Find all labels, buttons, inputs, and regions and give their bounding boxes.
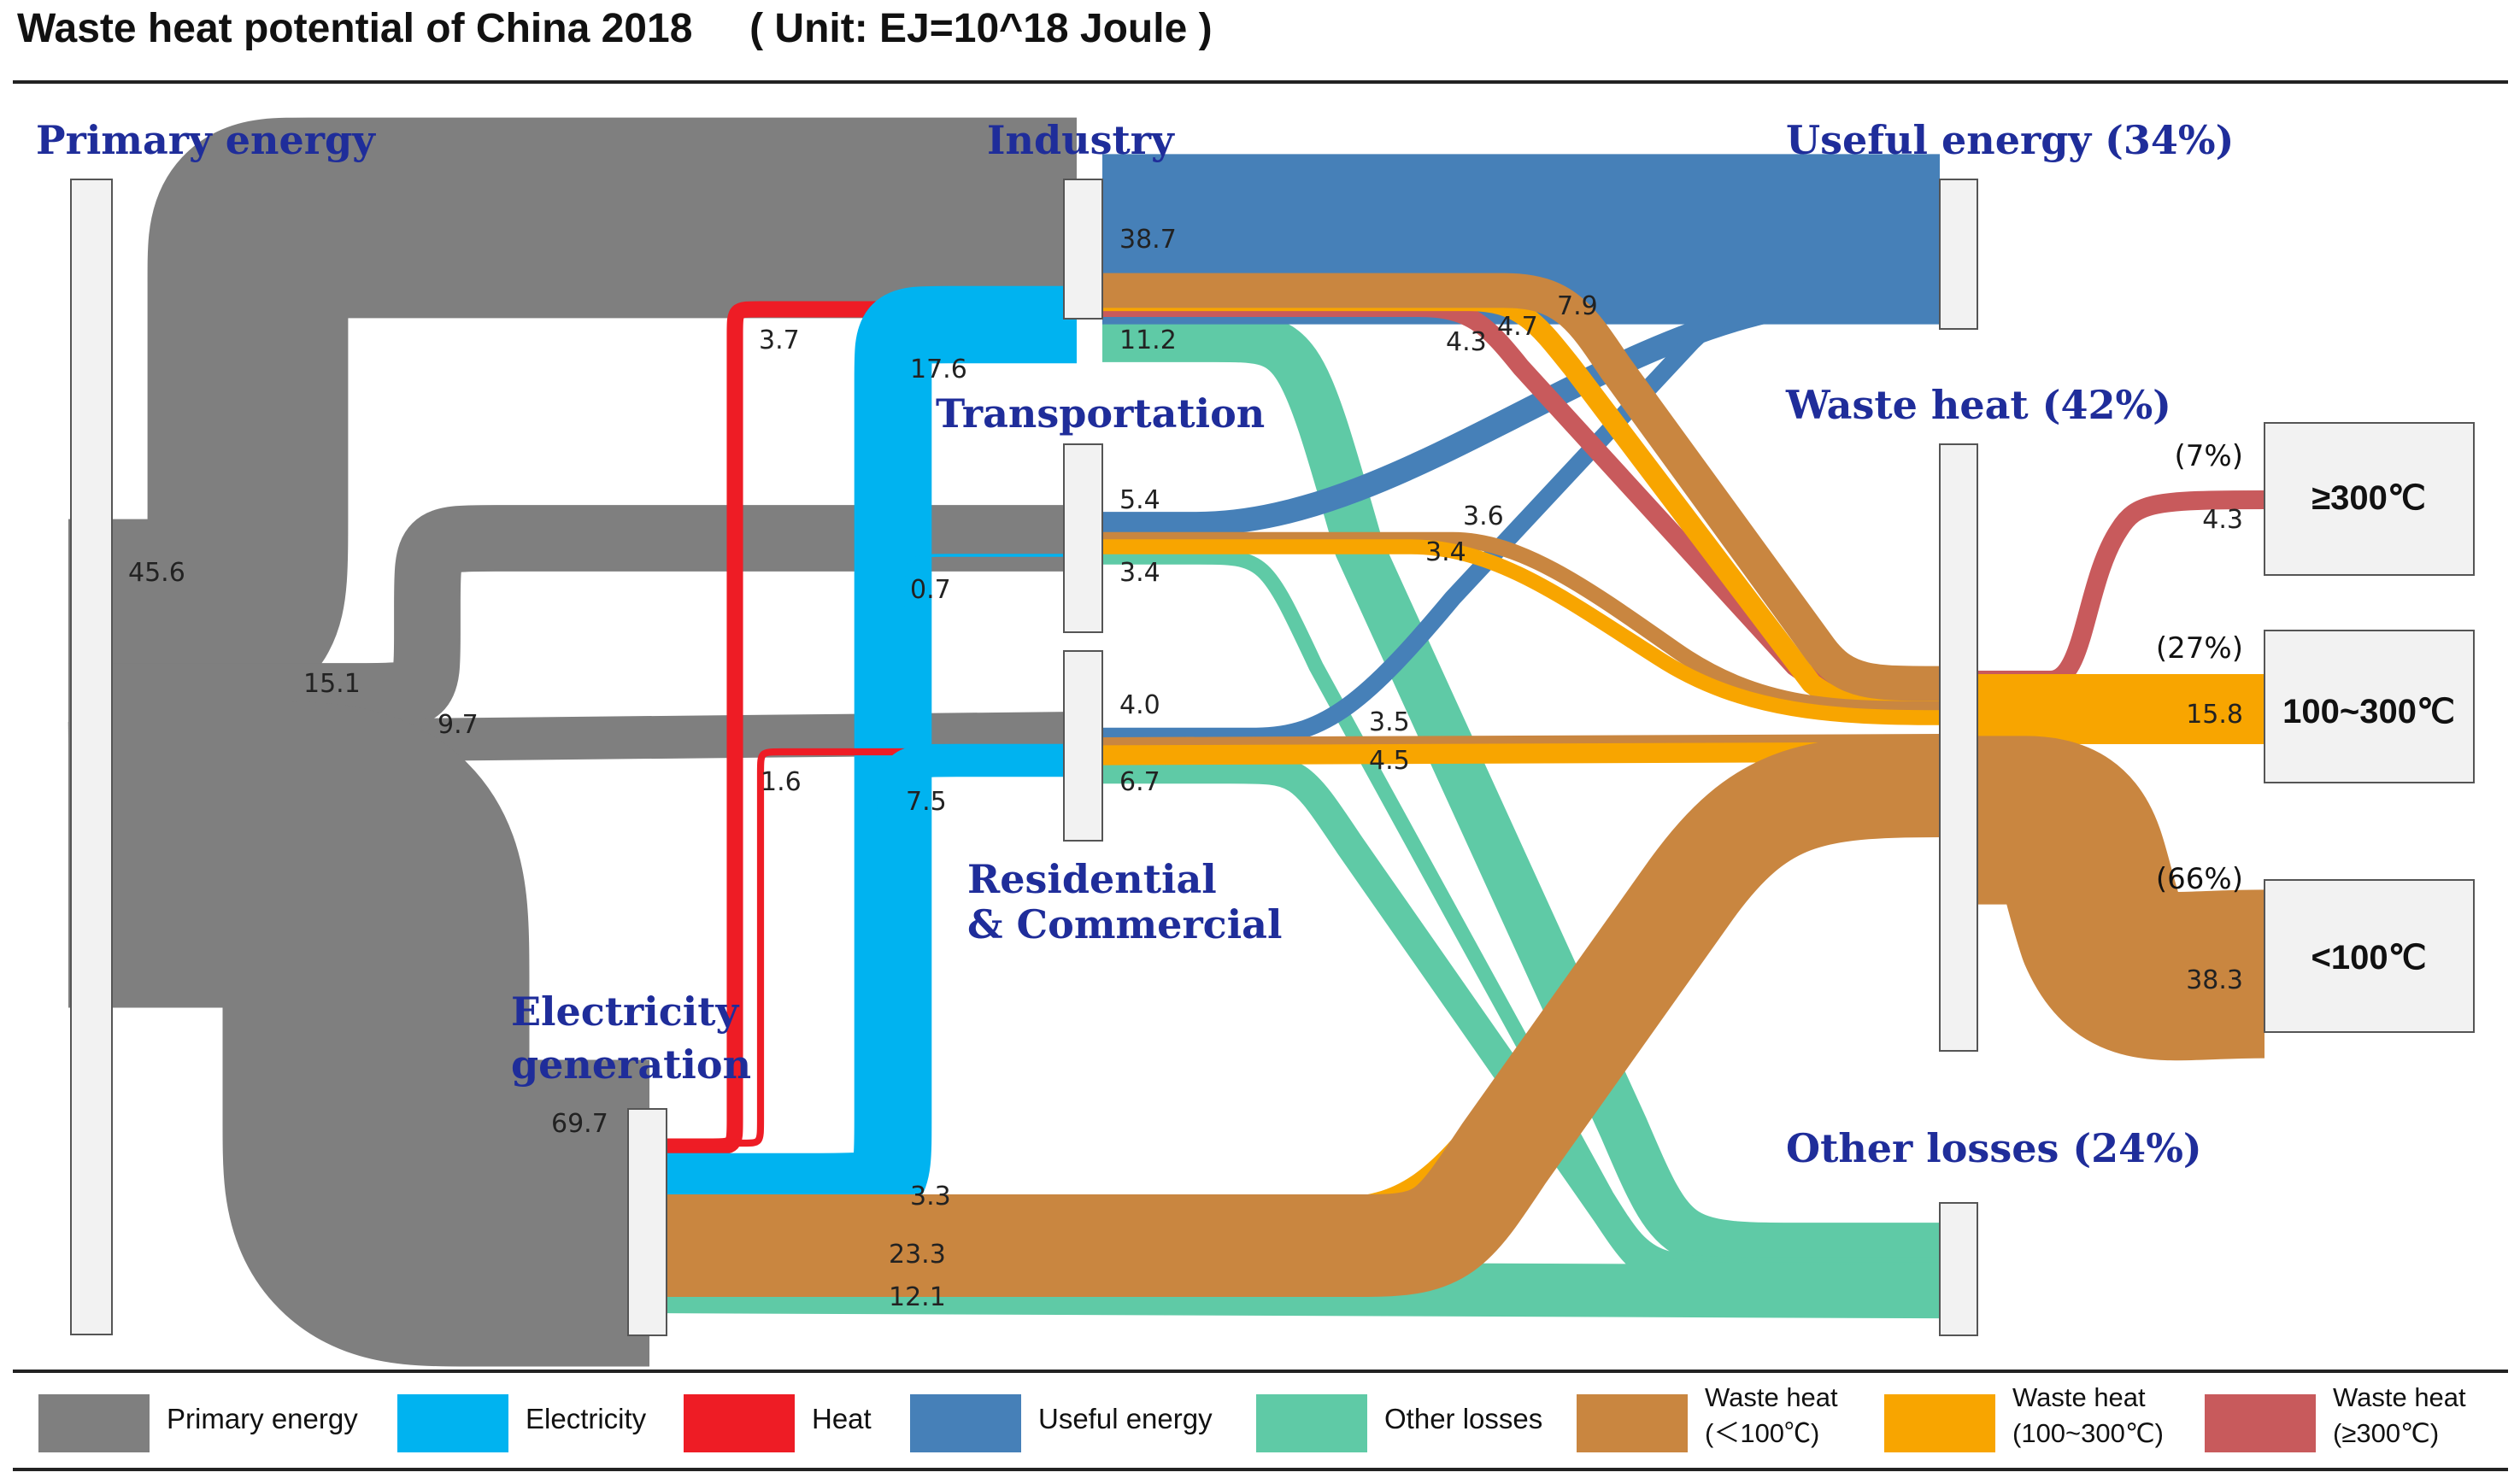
legend-label: Waste heat (2012, 1382, 2146, 1412)
node-residential-commercial (1063, 650, 1103, 842)
flow-value-label: 38.7 (1119, 225, 1177, 255)
bin-box (2264, 879, 2475, 1033)
legend-swatch (2205, 1394, 2316, 1452)
node-primary-energy (70, 179, 113, 1335)
flow-waste-to-ge300 (1965, 490, 2265, 690)
node-industry (1063, 179, 1103, 320)
flow-residential-waste-lt100 (1101, 734, 1941, 753)
flow-residential-useful (1102, 277, 1941, 746)
label-useful-energy: Useful energy (34%) (1786, 117, 2234, 163)
flow-value-label: 3.4 (1119, 558, 1160, 588)
flow-value-label: 4.7 (1497, 312, 1538, 342)
legend-bottom-rule (13, 1468, 2508, 1471)
label-generation: generation (511, 1041, 751, 1088)
bin-box (2264, 630, 2475, 783)
flow-value-label: 4.5 (1369, 746, 1410, 776)
flow-value-label: 3.6 (1463, 502, 1504, 531)
flow-value-label: 7.9 (1557, 291, 1598, 321)
flow-heat-to-residential (667, 748, 1077, 1147)
label-primary-energy: Primary energy (36, 117, 376, 163)
flow-primary-to-industry (68, 117, 1077, 720)
flow-value-label: 12.1 (889, 1282, 946, 1312)
flow-value-label: 4.0 (1119, 690, 1160, 720)
legend-label: Electricity (526, 1403, 647, 1434)
flow-value-label: 3.7 (759, 326, 800, 355)
flow-value-label: 3.4 (1425, 537, 1466, 567)
flow-electricity-waste-lt100 (667, 735, 1941, 1297)
label-electricity: Electricity (511, 988, 740, 1035)
flow-electricity-to-transportation (904, 554, 1077, 607)
flow-transportation-waste-100-300 (1102, 539, 1941, 725)
node-waste-heat (1939, 443, 1978, 1052)
legend-swatch (910, 1394, 1021, 1452)
legend-swatch (397, 1394, 508, 1452)
legend-label: (＜100℃) (1705, 1418, 1819, 1448)
label-transportation: Transportation (936, 390, 1265, 437)
bin-value: 38.3 (2186, 965, 2243, 995)
legend-swatch (38, 1394, 150, 1452)
bin-percent: (66%) (2156, 862, 2243, 896)
label-residential: Residential (967, 856, 1217, 902)
flow-value-label: 0.7 (910, 575, 951, 605)
flow-value-label: 1.6 (761, 767, 802, 797)
legend-swatch (1577, 1394, 1688, 1452)
label-other-losses: Other losses (24%) (1786, 1125, 2202, 1171)
legend-label: Waste heat (1705, 1382, 1838, 1412)
legend-label: Other losses (1384, 1403, 1542, 1434)
legend-swatch (1256, 1394, 1367, 1452)
flow-primary-to-electricity (68, 701, 649, 1367)
label-industry: Industry (987, 117, 1175, 163)
flow-value-label: 6.7 (1119, 767, 1160, 797)
flow-industry-waste-lt100 (1102, 273, 1941, 701)
flow-value-label: 17.6 (910, 355, 967, 384)
unit-text: ( Unit: EJ=10^18 Joule ) (749, 6, 1213, 51)
legend-top-rule (13, 1370, 2508, 1373)
flow-primary-to-transportation (68, 505, 1077, 730)
legend-swatch (684, 1394, 795, 1452)
label-commercial: & Commercial (967, 901, 1282, 947)
bin-label: <100℃ (2311, 939, 2426, 977)
label-waste-heat: Waste heat (42%) (1785, 382, 2171, 428)
diagram-title: Waste heat potential of China 2018 ( Uni… (17, 5, 1213, 52)
flow-electricity-to-residential (876, 743, 1077, 838)
flow-value-label: 45.6 (128, 558, 185, 588)
node-electricity-generation (627, 1108, 667, 1336)
flow-value-label: 15.1 (303, 669, 361, 699)
flow-value-label: 4.3 (1446, 327, 1487, 357)
legend-label: Waste heat (2333, 1382, 2466, 1412)
bin-percent: (27%) (2156, 631, 2243, 666)
flow-transportation-waste-lt100 (1102, 531, 1941, 718)
flow-electricity-to-industry (667, 285, 1077, 1231)
bin-value: 4.3 (2202, 505, 2243, 535)
legend-label: (≥300℃) (2333, 1418, 2439, 1448)
flow-value-label: 11.2 (1119, 326, 1177, 355)
flow-waste-to-lt100 (1941, 736, 2265, 1061)
flow-value-label: 9.7 (438, 710, 479, 740)
bin-label: ≥300℃ (2311, 479, 2426, 517)
flow-transportation-useful (1102, 289, 1940, 536)
title-text: Waste heat potential of China 2018 (17, 6, 693, 51)
flow-value-label: 7.5 (906, 787, 947, 817)
flow-value-label: 69.7 (551, 1109, 608, 1139)
node-useful-energy (1939, 179, 1978, 330)
bin-value: 15.8 (2186, 700, 2243, 730)
flow-value-label: 5.4 (1119, 485, 1160, 515)
flow-value-label: 3.5 (1369, 707, 1410, 737)
bin-label: 100~300℃ (2282, 693, 2455, 730)
legend-label: Primary energy (167, 1403, 358, 1434)
bin-percent: (7%) (2175, 439, 2243, 473)
legend-label: Heat (812, 1403, 872, 1434)
flow-value-label: 3.3 (910, 1182, 951, 1211)
legend-label: (100~300℃) (2012, 1418, 2164, 1448)
top-rule (13, 80, 2508, 84)
flow-value-label: 23.3 (889, 1240, 946, 1270)
node-transportation (1063, 443, 1103, 633)
node-other-losses (1939, 1202, 1978, 1336)
bin-box (2264, 422, 2475, 576)
legend-swatch (1884, 1394, 1995, 1452)
legend-label: Useful energy (1038, 1403, 1213, 1434)
